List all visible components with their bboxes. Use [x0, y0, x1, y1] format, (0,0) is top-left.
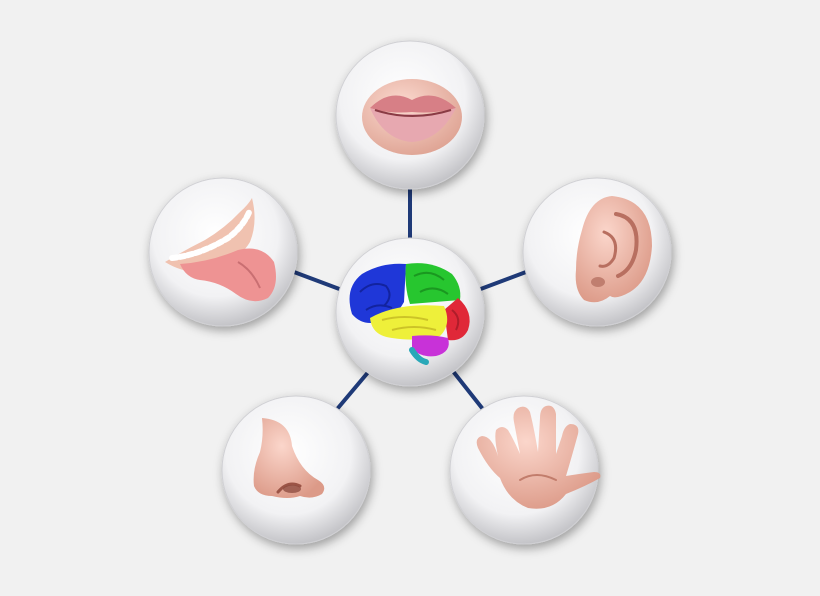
brain-icon [349, 263, 470, 365]
connector-hand [450, 368, 484, 410]
lips-icon [362, 79, 462, 155]
connector-nose [336, 368, 372, 410]
connector-tongue [292, 270, 344, 292]
connector-ear [476, 270, 528, 292]
hand-icon [476, 405, 601, 509]
connectors [292, 188, 528, 410]
ear-icon [575, 196, 652, 303]
nose-icon [253, 418, 325, 498]
tongue-icon [165, 198, 276, 302]
